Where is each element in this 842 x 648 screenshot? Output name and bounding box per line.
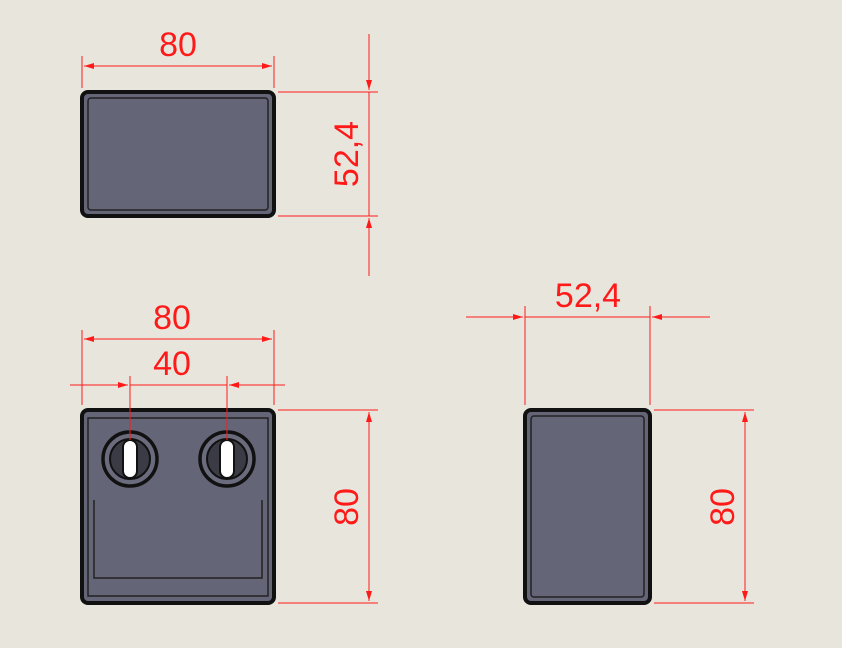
top-width-label: 80	[159, 26, 197, 64]
side-view: 52,4 80	[466, 277, 754, 605]
side-view-body	[523, 408, 652, 605]
top-height-dimension	[278, 34, 378, 276]
top-width-dimension	[81, 56, 275, 88]
front-width-dimension	[81, 330, 275, 405]
left-connector-icon	[101, 430, 159, 488]
side-width-label: 52,4	[555, 277, 621, 315]
front-view-inner-edge	[87, 417, 269, 597]
front-height-dimension	[278, 409, 378, 604]
front-view-side-rails	[93, 500, 263, 579]
top-height-label: 52,4	[328, 121, 366, 187]
side-width-dimension	[466, 306, 710, 405]
right-connector-icon	[198, 430, 256, 488]
top-view-inner-edge	[87, 97, 269, 211]
front-height-label: 80	[328, 488, 366, 526]
front-view: 80 40 80	[70, 299, 378, 605]
hole-spacing-dimension	[70, 376, 285, 440]
side-height-dimension	[654, 409, 754, 604]
side-view-inner-edge	[530, 415, 645, 598]
front-width-label: 80	[153, 299, 191, 337]
hole-spacing-label: 40	[153, 345, 191, 383]
side-height-label: 80	[704, 488, 742, 526]
top-view-body	[80, 90, 276, 218]
top-view: 80 52,4	[80, 26, 378, 276]
